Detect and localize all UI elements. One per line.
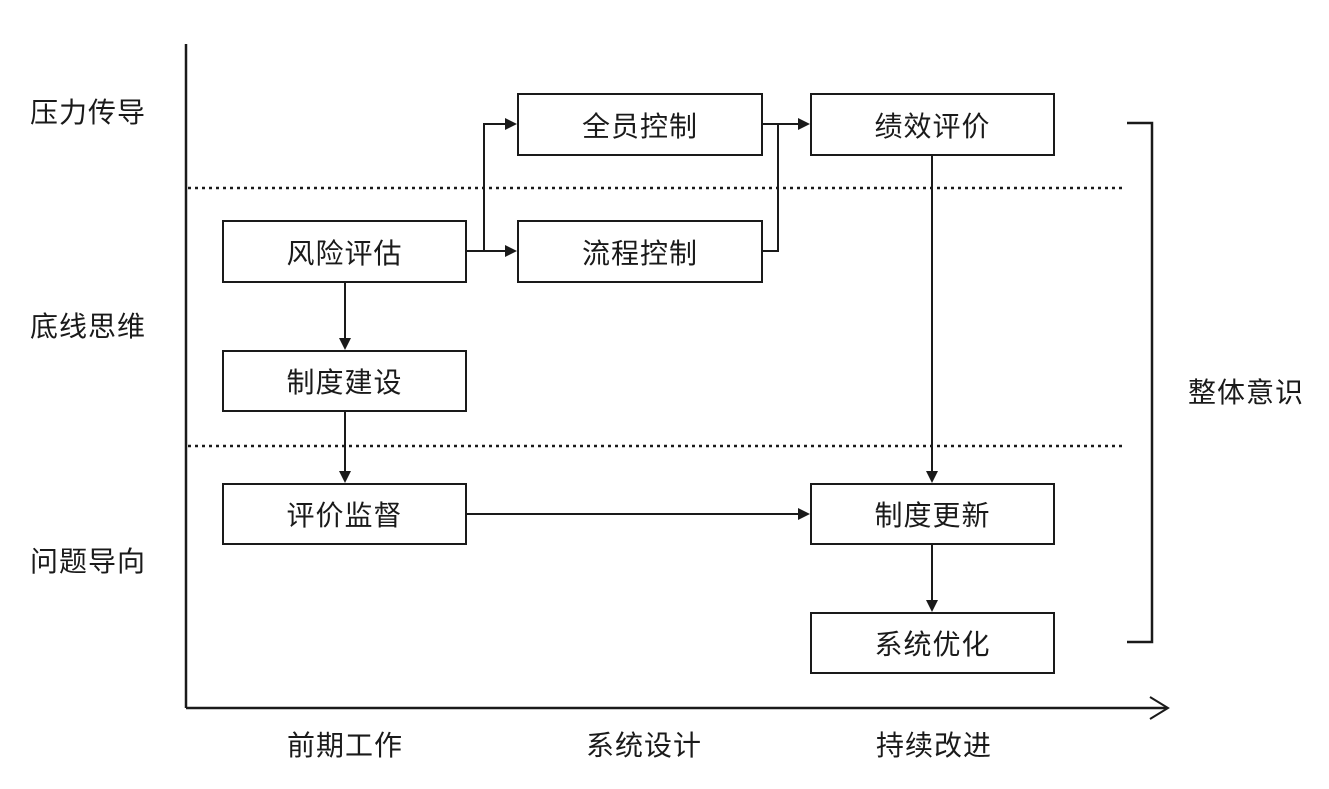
row-label-problem: 问题导向 [30, 545, 147, 578]
arrow-process-to-performance [763, 123, 792, 252]
col-label-improve: 持续改进 [875, 729, 992, 762]
node-system-build: 制度建设 [222, 350, 467, 412]
col-label-early: 前期工作 [286, 729, 403, 762]
side-label-integrity: 整体意识 [1188, 376, 1305, 409]
node-optimization: 系统优化 [810, 612, 1055, 674]
node-all-staff: 全员控制 [517, 93, 763, 156]
node-supervision: 评价监督 [222, 483, 467, 545]
node-process: 流程控制 [517, 220, 763, 283]
row-label-pressure: 压力传导 [30, 96, 147, 129]
x-axis-arrowhead [1149, 696, 1170, 720]
arrow-risk-to-all-staff [480, 118, 517, 252]
node-risk: 风险评估 [222, 220, 467, 283]
col-label-design: 系统设计 [585, 729, 702, 762]
right-bracket [1127, 121, 1154, 644]
node-performance: 绩效评价 [810, 93, 1055, 156]
node-system-update: 制度更新 [810, 483, 1055, 545]
row-label-bottom-line: 底线思维 [30, 310, 147, 343]
